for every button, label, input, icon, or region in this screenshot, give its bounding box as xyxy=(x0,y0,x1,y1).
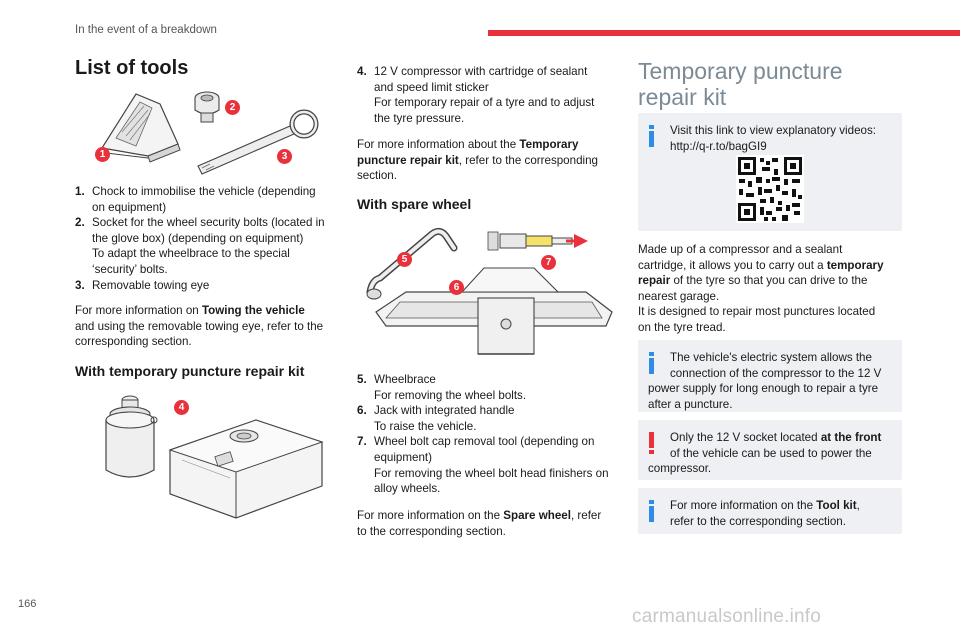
info-icon xyxy=(649,352,654,374)
chock-icon xyxy=(97,93,181,163)
subheading-spare-wheel: With spare wheel xyxy=(357,196,472,212)
tools-list-1-3: 1. Chock to immobilise the vehicle (depe… xyxy=(75,184,335,293)
callout-badge-1: 1 xyxy=(95,147,110,162)
info-icon xyxy=(649,125,654,147)
list-item: 4. 12 V compressor with cartridge of sea… xyxy=(357,65,595,125)
tools-list-4: 4. 12 V compressor with cartridge of sea… xyxy=(357,64,622,126)
list-item: 3. Removable towing eye xyxy=(75,278,210,292)
socket-icon xyxy=(194,91,220,123)
list-item: 2. Socket for the wheel security bolts (… xyxy=(75,216,325,276)
callout-badge-6: 6 xyxy=(449,280,464,295)
callout-badge-5: 5 xyxy=(397,252,412,267)
compressor-illustration xyxy=(105,395,324,519)
towing-more-info: For more information on Towing the vehic… xyxy=(75,304,324,349)
towing-eye-icon xyxy=(197,109,319,175)
wheel-bolt-tool-icon xyxy=(487,231,588,251)
list-of-tools-heading: List of tools xyxy=(75,57,189,79)
callout-badge-4: 4 xyxy=(174,400,189,415)
spare-wheel-more-info: For more information on the Spare wheel,… xyxy=(357,509,602,538)
list-item: 1. Chock to immobilise the vehicle (depe… xyxy=(75,185,316,214)
page-number: 166 xyxy=(18,598,37,610)
jack-icon xyxy=(375,267,613,355)
list-item: 7. Wheel bolt cap removal tool (dependin… xyxy=(357,435,609,496)
qr-code-icon[interactable] xyxy=(736,155,804,223)
callout-badge-7: 7 xyxy=(541,255,556,270)
electric-system-info-box: The vehicle's electric system allows the… xyxy=(638,340,902,412)
tools-illustration-1-3 xyxy=(97,91,319,175)
warning-box: Only the 12 V socket located at the fron… xyxy=(638,420,902,480)
spare-wheel-tools-illustration xyxy=(366,227,613,355)
footer-watermark: carmanualsonline.info xyxy=(632,606,822,627)
callout-badge-2: 2 xyxy=(225,100,240,115)
sealant-cartridge-icon xyxy=(105,395,158,478)
compressor-icon xyxy=(168,419,324,519)
running-header: In the event of a breakdown xyxy=(75,24,217,36)
warning-icon xyxy=(649,432,654,454)
kit-intro-text: Made up of a compressor and a sealant ca… xyxy=(638,243,884,334)
wheelbrace-icon xyxy=(366,227,458,300)
puncture-kit-title: Temporary puncture repair kit xyxy=(638,58,843,110)
info-icon xyxy=(649,500,654,522)
header-accent-bar xyxy=(488,30,960,36)
video-info-box: Visit this link to view explanatory vide… xyxy=(638,113,902,231)
subheading-puncture-kit: With temporary puncture repair kit xyxy=(75,363,305,379)
callout-badge-3: 3 xyxy=(277,149,292,164)
tool-kit-info-box: For more information on the Tool kit, re… xyxy=(638,488,902,534)
puncture-kit-more-info: For more information about the Temporary… xyxy=(357,138,599,183)
